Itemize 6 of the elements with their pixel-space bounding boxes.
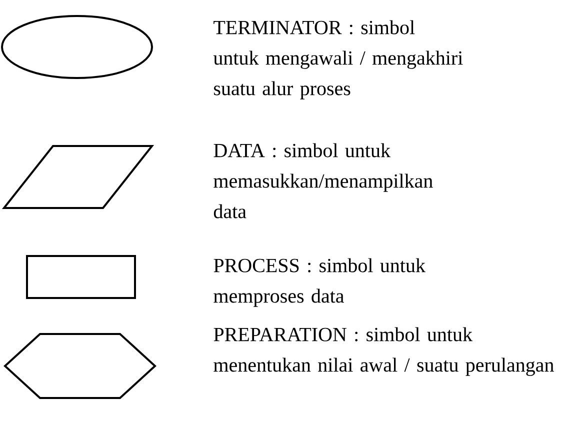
symbol-description: PROCESS : simbol untuk memproses data [214, 258, 426, 307]
symbol-description: TERMINATOR : simbol untuk mengawali / mengakhiri suatu alur proses [213, 20, 463, 100]
terminator-symbol [1, 15, 153, 79]
process-symbol [26, 255, 136, 299]
symbol-description: DATA : simbol untuk memasukkan/menampilkan data [214, 143, 433, 218]
symbol-description: PREPARATION : simbol untuk menentukan nilai awal / suatu perulangan [214, 327, 554, 376]
